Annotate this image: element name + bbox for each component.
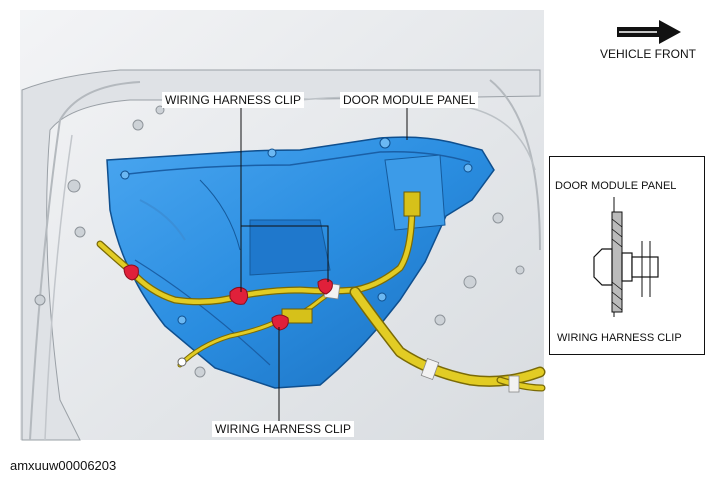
clip-markers (123, 264, 333, 331)
arrow-right-icon (617, 20, 681, 44)
label-wiring-harness-clip-bottom: WIRING HARNESS CLIP (212, 421, 355, 437)
clip-cross-section (593, 197, 659, 317)
door-frame (21, 69, 541, 441)
connector-upper (403, 191, 421, 217)
leader-lines (240, 106, 408, 421)
door-bolts (34, 105, 525, 378)
inset-wiring-harness-clip-label: WIRING HARNESS CLIP (557, 332, 682, 344)
panel-bolts (120, 137, 473, 325)
label-wiring-harness-clip-top: WIRING HARNESS CLIP (162, 92, 305, 108)
figure-code: amxuuw00006203 (10, 458, 117, 473)
clip-detail-inset: DOOR MODULE PANEL WIRING HARNESS CLIP (549, 156, 705, 355)
label-door-module-panel-top: DOOR MODULE PANEL (340, 92, 479, 108)
inset-door-module-panel-label: DOOR MODULE PANEL (555, 180, 677, 192)
vehicle-front-label: VEHICLE FRONT (600, 47, 697, 61)
